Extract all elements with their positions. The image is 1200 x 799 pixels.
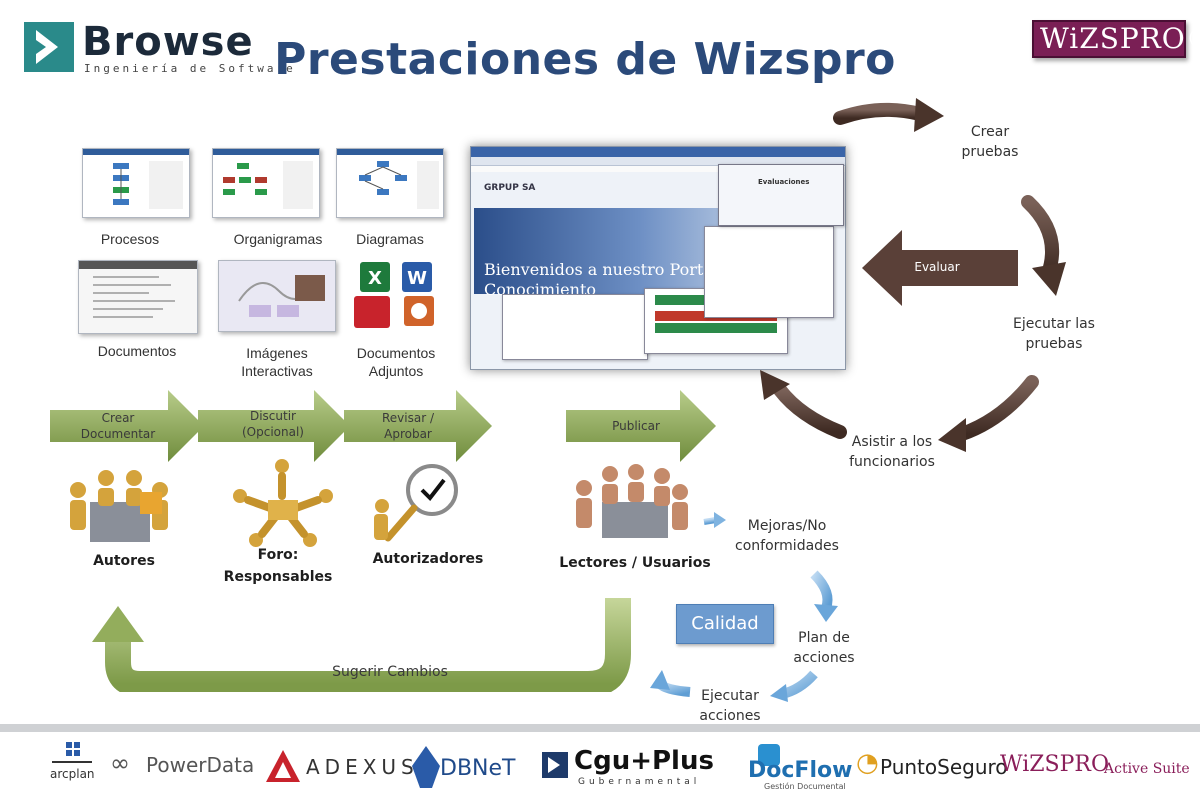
- label-documentos: Documentos: [97, 343, 177, 359]
- readers-figure-icon: [576, 464, 688, 538]
- svg-text:X: X: [368, 268, 382, 289]
- adexus-logo-icon: [266, 750, 300, 782]
- step-publicar: Publicar: [612, 419, 660, 433]
- browse-logo-mark: [24, 22, 74, 72]
- thumbnail-diagramas: [336, 148, 444, 218]
- role-autorizadores: Autorizadores: [372, 551, 484, 567]
- label-procesos: Procesos: [100, 231, 160, 247]
- browse-logo-subtitle: Ingeniería de Software: [84, 62, 296, 75]
- testing-step-evaluate: Evaluar: [914, 260, 960, 274]
- partner-wizspro: WiZSPRO: [1000, 752, 1110, 777]
- portal-org-chart-window: [502, 294, 648, 360]
- wizspro-logo-text: WiZSPRO®: [1040, 22, 1200, 55]
- suggest-changes-label: Sugerir Cambios: [332, 664, 448, 680]
- svg-text:W: W: [407, 268, 427, 289]
- label-organigramas: Organigramas: [233, 231, 323, 247]
- testing-step-execute: Ejecutar las pruebas: [1013, 316, 1095, 352]
- partner-logo-bar: [0, 724, 1200, 799]
- partner-dbnet: DBNeT: [440, 756, 516, 781]
- dbnet-logo-icon: [412, 746, 440, 788]
- testing-step-create: Crear pruebas: [961, 124, 1019, 160]
- docflow-logo-icon: [758, 744, 780, 766]
- evaluations-panel-title: Evaluaciones: [758, 178, 810, 186]
- quality-cycle-arrows: [650, 512, 838, 702]
- approvers-figure-icon: [374, 464, 458, 542]
- label-documentos-adjuntos: Documentos Adjuntos: [356, 345, 436, 379]
- portal-diagram-window: [704, 226, 834, 318]
- cgu-plus-logo-icon: [542, 752, 568, 778]
- partner-puntoseguro-icon: ◔: [856, 748, 879, 778]
- office-document-icons: X W: [350, 258, 442, 330]
- quality-step-improvements: Mejoras/No conformidades: [735, 518, 839, 554]
- partner-active-suite: Active Suite: [1104, 761, 1190, 777]
- label-imagenes-interactivas: Imágenes Interactivas: [241, 345, 313, 379]
- partner-cgu-plus: Cgu+Plus: [574, 746, 714, 776]
- thumbnail-documentos: [78, 260, 198, 334]
- thumbnail-organigramas: [212, 148, 320, 218]
- step-discutir: Discutir (Opcional): [242, 409, 304, 439]
- arcplan-logo-icon: [52, 742, 92, 763]
- authors-figure-icon: [70, 470, 168, 542]
- role-lectores-usuarios: Lectores / Usuarios: [559, 555, 711, 571]
- thumbnail-imagenes-interactivas: [218, 260, 336, 332]
- testing-cycle-arrows: [760, 98, 1066, 452]
- partner-powerdata: PowerData: [146, 753, 255, 777]
- suggest-changes-arrow: [92, 598, 631, 692]
- partner-adexus: ADEXUS: [306, 755, 419, 779]
- partner-gubernamental: Gubernamental: [578, 777, 701, 787]
- step-revisar-aprobar: Revisar / Aprobar: [381, 411, 434, 441]
- partner-puntoseguro: PuntoSeguro: [880, 755, 1008, 779]
- workflow-chevrons: [50, 390, 716, 462]
- role-autores: Autores: [93, 553, 155, 569]
- partner-gestion-documental: Gestión Documental: [764, 782, 846, 791]
- label-diagramas: Diagramas: [356, 231, 424, 247]
- partner-arcplan: arcplan: [50, 767, 95, 781]
- forum-figure-icon: [233, 459, 333, 547]
- quality-step-action-plan: Plan de acciones: [793, 630, 855, 666]
- portal-company-name: GRPUP SA: [484, 183, 536, 193]
- quality-badge: Calidad: [676, 604, 774, 644]
- step-crear-documentar: Crear Documentar: [80, 411, 156, 441]
- evaluations-panel: [718, 164, 844, 226]
- partner-powerdata-icon: ∞: [110, 749, 130, 777]
- page-title: Prestaciones de Wizspro: [274, 34, 896, 85]
- partner-docflow: DocFlow: [748, 758, 853, 783]
- testing-step-assist: Asistir a los funcionarios: [849, 434, 935, 470]
- role-foro-responsables: Foro: Responsables: [223, 547, 333, 585]
- thumbnail-procesos: [82, 148, 190, 218]
- quality-step-execute-actions: Ejecutar acciones: [699, 688, 761, 724]
- browse-logo-word: Browse: [82, 19, 254, 65]
- wizspro-logo: [1032, 20, 1186, 58]
